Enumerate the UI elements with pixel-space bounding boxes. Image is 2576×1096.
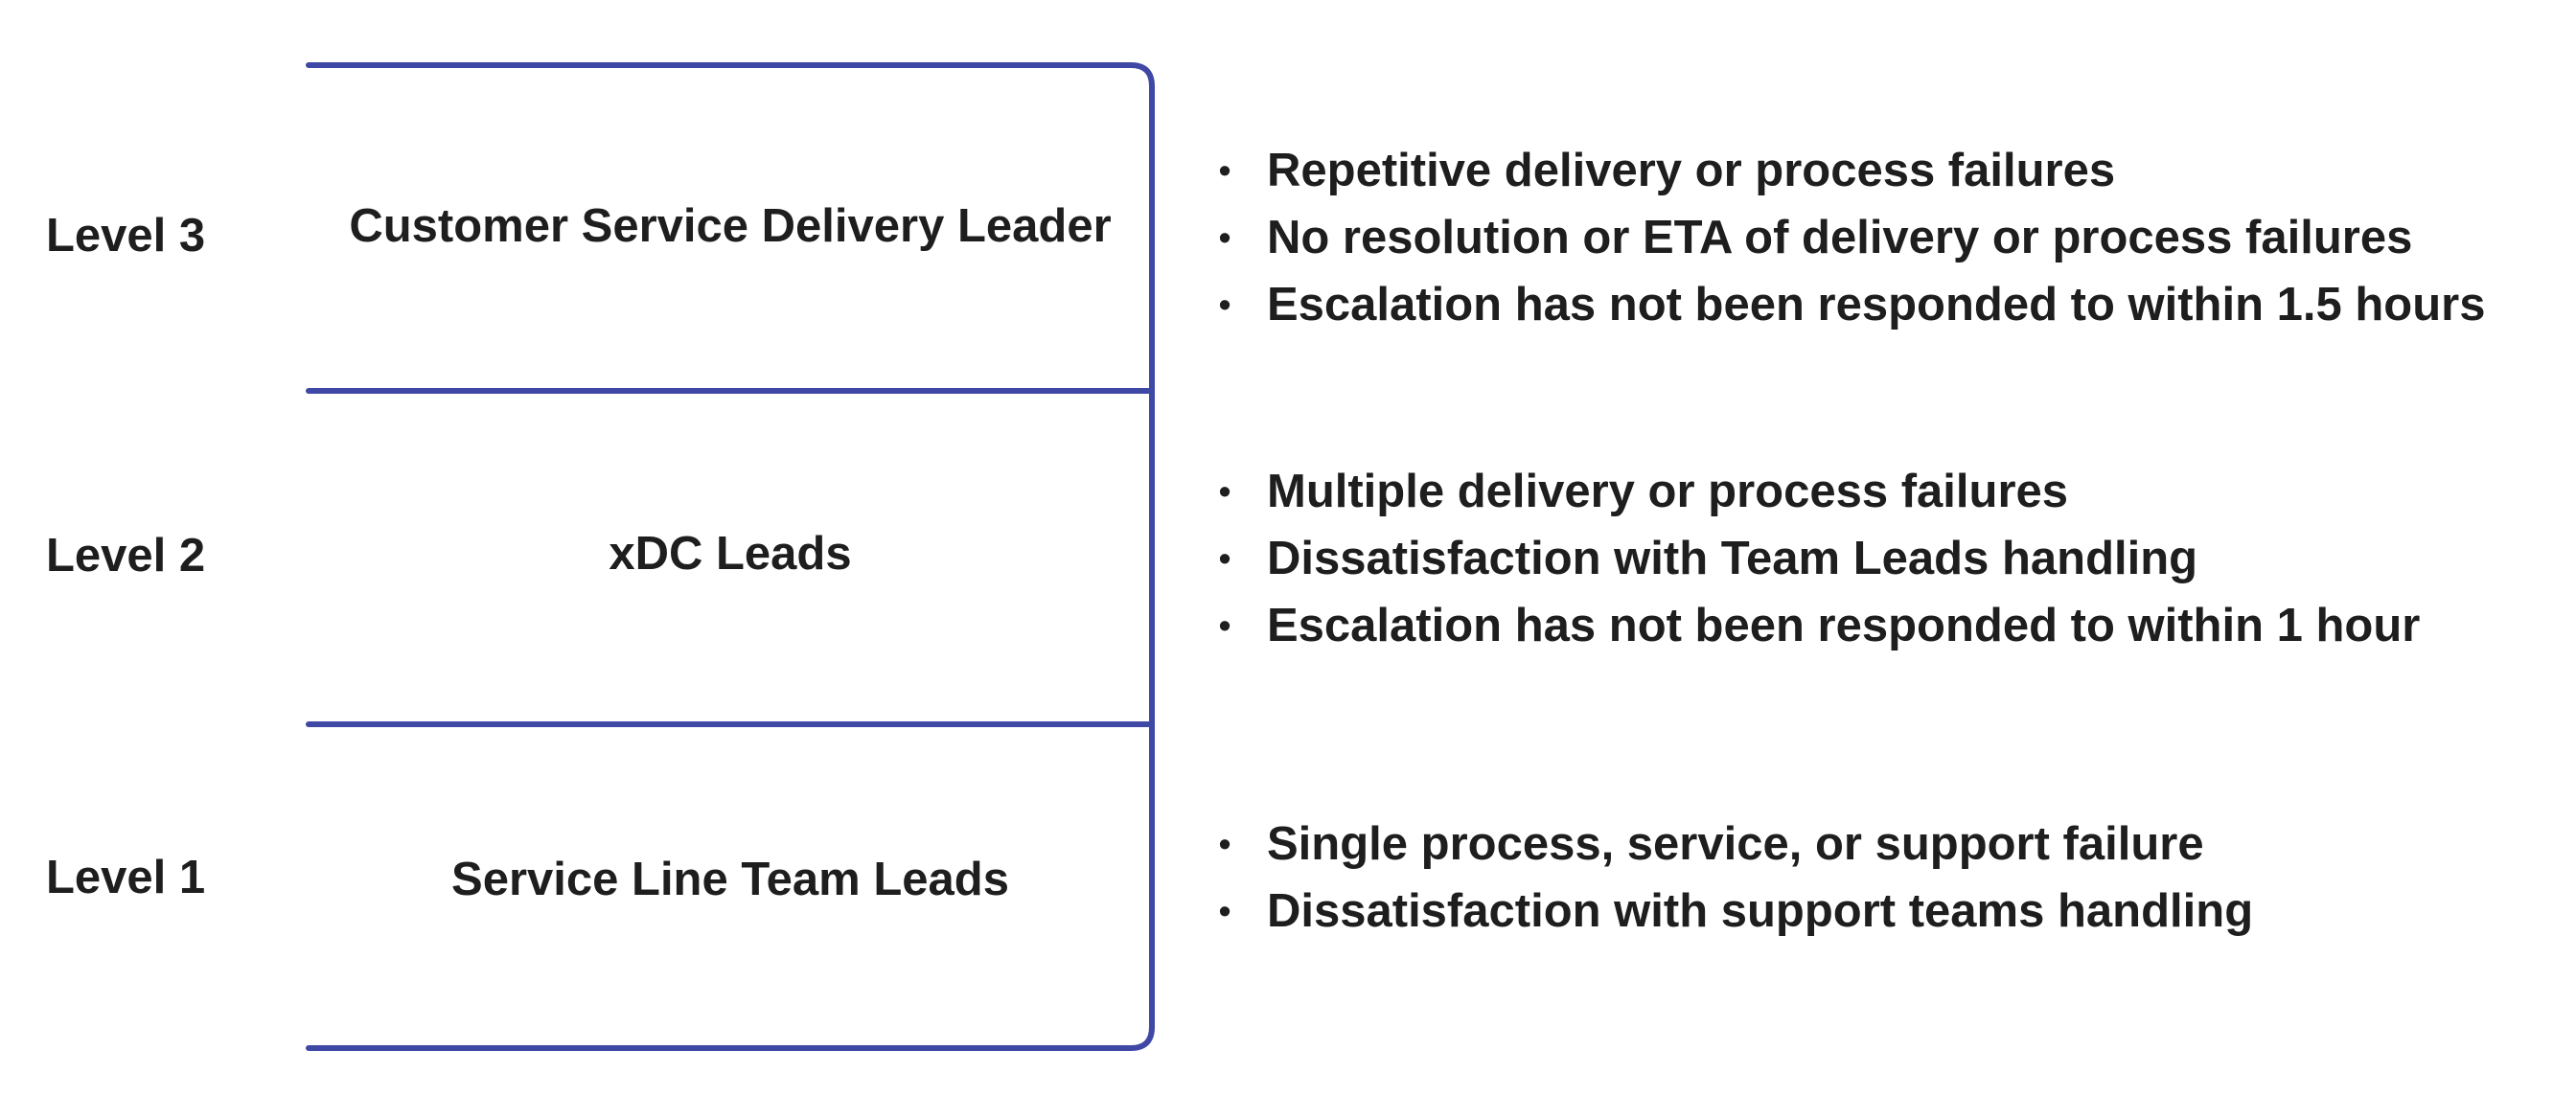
level-2-label: Level 2 [46,530,206,582]
bullet-icon: • [1218,217,1231,257]
criteria-item: • Escalation has not been responded to w… [1215,271,2486,338]
criteria-item: • Multiple delivery or process failures [1215,458,2420,525]
level-1-label: Level 1 [46,852,206,903]
criteria-item: • Single process, service, or support fa… [1215,811,2253,878]
level-2-role: xDC Leads [609,528,852,580]
bullet-icon: • [1218,824,1231,863]
bullet-icon: • [1218,285,1231,324]
bullet-icon: • [1218,891,1231,930]
frame-outline [306,62,1155,1051]
criteria-text: Multiple delivery or process failures [1267,466,2069,517]
bullet-icon: • [1218,150,1231,190]
bullet-icon: • [1218,471,1231,511]
level-3-role: Customer Service Delivery Leader [349,200,1112,252]
criteria-text: Repetitive delivery or process failures [1267,145,2116,196]
criteria-item: • Repetitive delivery or process failure… [1215,137,2485,204]
bullet-icon: • [1218,538,1231,578]
level-1-criteria-list: • Single process, service, or support fa… [1215,811,2253,945]
criteria-text: Dissatisfaction with support teams handl… [1267,885,2254,937]
criteria-item: • Escalation has not been responded to w… [1215,592,2421,659]
criteria-item: • No resolution or ETA of delivery or pr… [1215,204,2485,271]
criteria-text: Single process, service, or support fail… [1267,818,2204,870]
criteria-item: • Dissatisfaction with Team Leads handli… [1215,525,2420,592]
criteria-item: • Dissatisfaction with support teams han… [1215,878,2253,945]
criteria-text: Dissatisfaction with Team Leads handling [1267,533,2198,584]
criteria-text: No resolution or ETA of delivery or proc… [1267,212,2413,263]
level-3-label: Level 3 [46,210,206,262]
level-2-criteria-list: • Multiple delivery or process failures … [1215,458,2421,659]
criteria-text: Escalation has not been responded to wit… [1267,279,2486,331]
criteria-text: Escalation has not been responded to wit… [1267,600,2421,651]
level-1-role: Service Line Team Leads [451,854,1009,905]
level-3-criteria-list: • Repetitive delivery or process failure… [1215,137,2486,338]
bullet-icon: • [1218,605,1231,645]
